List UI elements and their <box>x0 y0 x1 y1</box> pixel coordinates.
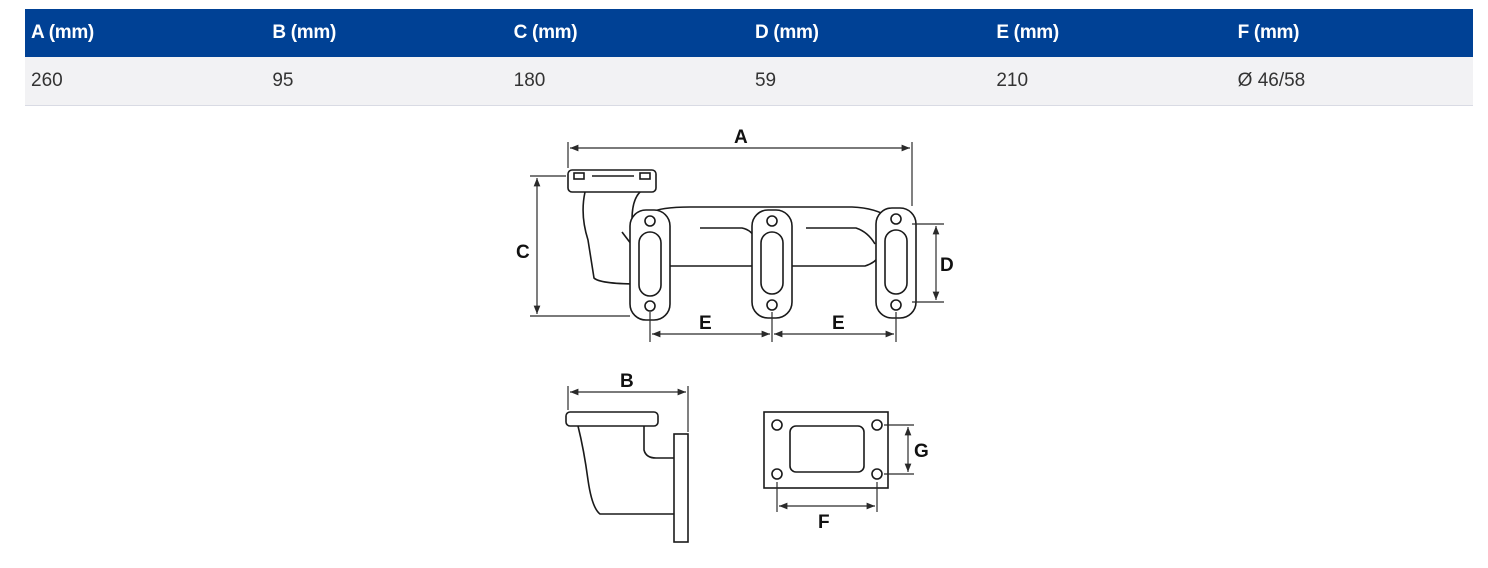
dimension-e: E E <box>649 312 897 342</box>
elbow-side-view <box>565 411 689 543</box>
dimension-b: B <box>567 371 689 432</box>
label-e-1: E <box>699 313 712 334</box>
label-e-2: E <box>832 313 845 334</box>
header-d: D (mm) <box>748 9 991 57</box>
label-f: F <box>818 512 830 533</box>
exhaust-manifold-drawing: A C D E E B <box>516 127 954 543</box>
header-f: F (mm) <box>1231 9 1473 57</box>
value-a: 260 <box>25 57 267 106</box>
value-d: 59 <box>748 57 991 106</box>
manifold-side-view <box>567 169 917 321</box>
label-c: C <box>516 242 530 263</box>
dimensions-table: A (mm) B (mm) C (mm) D (mm) E (mm) F (mm… <box>25 9 1473 106</box>
label-b: B <box>620 371 634 392</box>
label-g: G <box>914 441 929 462</box>
dimension-g: G <box>884 424 929 475</box>
table-row: 260 95 180 59 210 Ø 46/58 <box>25 57 1473 106</box>
header-a: A (mm) <box>25 9 267 57</box>
value-c: 180 <box>507 57 749 106</box>
dimension-d: D <box>912 223 954 303</box>
table-header-row: A (mm) B (mm) C (mm) D (mm) E (mm) F (mm… <box>25 9 1473 57</box>
dimension-a: A <box>567 127 913 206</box>
label-d: D <box>940 255 954 276</box>
header-c: C (mm) <box>507 9 749 57</box>
header-e: E (mm) <box>990 9 1232 57</box>
value-b: 95 <box>266 57 508 106</box>
dimension-c: C <box>516 175 630 317</box>
dimension-f: F <box>776 482 878 533</box>
header-b: B (mm) <box>266 9 508 57</box>
turbo-flange-view <box>763 411 889 489</box>
value-e: 210 <box>990 57 1232 106</box>
label-a: A <box>734 127 748 148</box>
value-f: Ø 46/58 <box>1231 57 1473 106</box>
